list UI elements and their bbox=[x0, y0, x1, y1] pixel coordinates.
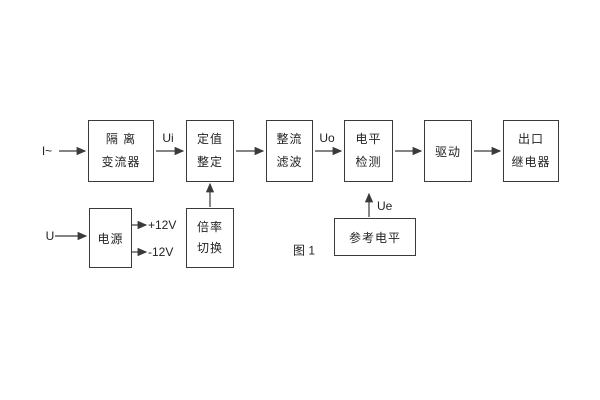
block-setting-adjust-line1: 定值 bbox=[196, 132, 223, 146]
block-level-detect: 电平 检测 bbox=[344, 120, 393, 182]
block-power-supply-label: 电源 bbox=[97, 231, 124, 246]
block-ratio-switch-line2: 切换 bbox=[196, 241, 223, 255]
block-reference-level: 参考电平 bbox=[334, 218, 416, 256]
input-current-label: I~ bbox=[41, 144, 53, 158]
block-level-detect-line1: 电平 bbox=[355, 132, 382, 146]
signal-uo-label: Uo bbox=[319, 131, 335, 145]
figure-caption: 图 1 bbox=[292, 243, 316, 258]
block-level-detect-line2: 检测 bbox=[355, 155, 382, 169]
block-ratio-switch: 倍率 切换 bbox=[186, 208, 234, 268]
block-drive: 驱动 bbox=[424, 120, 472, 182]
block-isolation-transducer-line2: 变流器 bbox=[101, 155, 141, 169]
block-ratio-switch-line1: 倍率 bbox=[196, 220, 223, 234]
block-setting-adjust: 定值 整定 bbox=[186, 120, 234, 182]
block-rectify-filter-line2: 滤波 bbox=[276, 155, 303, 169]
input-voltage-label: U bbox=[45, 229, 55, 243]
block-output-relay-line2: 继电器 bbox=[511, 155, 551, 169]
signal-ue-label: Ue bbox=[377, 199, 393, 213]
block-rectify-filter: 整流 滤波 bbox=[266, 120, 313, 182]
signal-ui-label: Ui bbox=[162, 131, 174, 145]
block-output-relay: 出口 继电器 bbox=[503, 120, 559, 182]
block-power-supply: 电源 bbox=[89, 208, 132, 268]
power-rail-positive-label: +12V bbox=[148, 218, 177, 232]
block-rectify-filter-line1: 整流 bbox=[276, 132, 303, 146]
block-isolation-transducer: 隔 离 变流器 bbox=[88, 120, 154, 182]
block-reference-level-label: 参考电平 bbox=[348, 230, 401, 245]
power-rail-negative-label: -12V bbox=[148, 245, 174, 259]
block-setting-adjust-line2: 整定 bbox=[196, 155, 223, 169]
block-output-relay-line1: 出口 bbox=[517, 132, 544, 146]
block-drive-label: 驱动 bbox=[434, 144, 461, 159]
block-isolation-transducer-line1: 隔 离 bbox=[105, 132, 137, 146]
